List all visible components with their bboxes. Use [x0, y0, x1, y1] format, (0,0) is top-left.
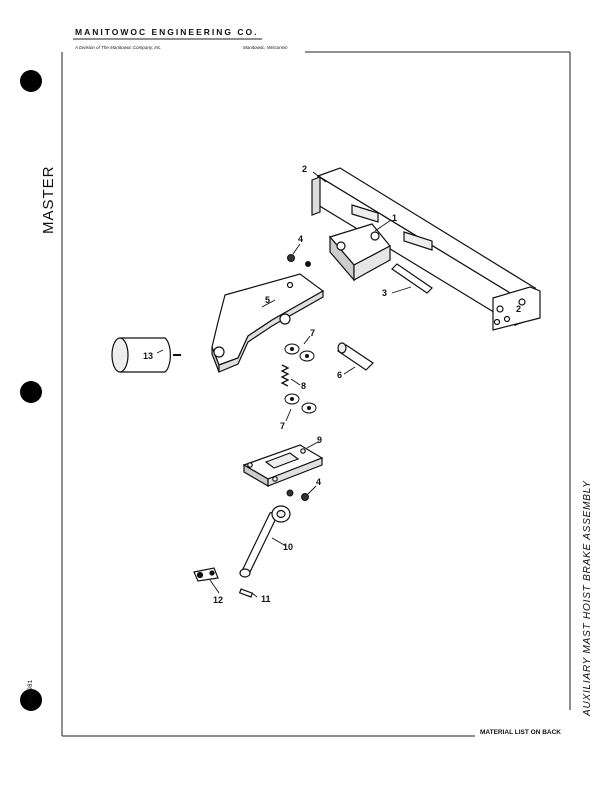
- part-5-mounting-plate: [211, 273, 325, 373]
- part-7-washers-upper: [284, 343, 315, 362]
- callout-2-label: 2: [516, 304, 521, 314]
- location-line: Manitowoc, Wisconsin: [243, 45, 288, 50]
- callout-7-upper: 7: [310, 328, 315, 338]
- part-9-brake-plate: [242, 444, 324, 488]
- callout-3: 3: [382, 288, 387, 298]
- leader-lines: [156, 171, 412, 598]
- callout-2: 2: [302, 164, 307, 174]
- callout-5: 5: [265, 295, 270, 305]
- callout-12: 12: [213, 595, 223, 605]
- binder-hole-top: [20, 70, 42, 92]
- page-frame: [61, 38, 571, 737]
- callout-8: 8: [301, 381, 306, 391]
- callout-13: 13: [143, 351, 153, 361]
- part-8-spring: [280, 364, 290, 387]
- part-13-cylinder: [111, 337, 181, 373]
- part-12-clevis: [193, 567, 219, 582]
- company-name: MANITOWOC ENGINEERING CO.: [75, 27, 259, 37]
- part-3-pin: [391, 263, 433, 294]
- callout-1: 1: [392, 213, 397, 223]
- callout-10: 10: [283, 542, 293, 552]
- binder-hole-bottom: [20, 689, 42, 711]
- callout-4-lower: 4: [316, 477, 321, 487]
- part-4-nut-upper: [287, 254, 311, 267]
- part-11-pin: [238, 588, 254, 598]
- binder-hole-middle: [20, 381, 42, 403]
- callout-11: 11: [261, 594, 271, 604]
- callout-4-upper: 4: [298, 234, 303, 244]
- part-1-bracket: [328, 223, 391, 282]
- part-6-pin: [336, 342, 374, 371]
- part-7-washers-lower: [284, 393, 317, 414]
- callout-9: 9: [317, 435, 322, 445]
- part-2-channel-beam: [311, 167, 541, 331]
- part-4-nut-lower: [286, 489, 309, 501]
- callout-7-lower: 7: [280, 421, 285, 431]
- division-line: A Division of The Manitowoc Company, Inc…: [75, 45, 162, 50]
- material-list-note: MATERIAL LIST ON BACK: [480, 729, 562, 736]
- part-10-lever: [239, 505, 291, 578]
- callout-6: 6: [337, 370, 342, 380]
